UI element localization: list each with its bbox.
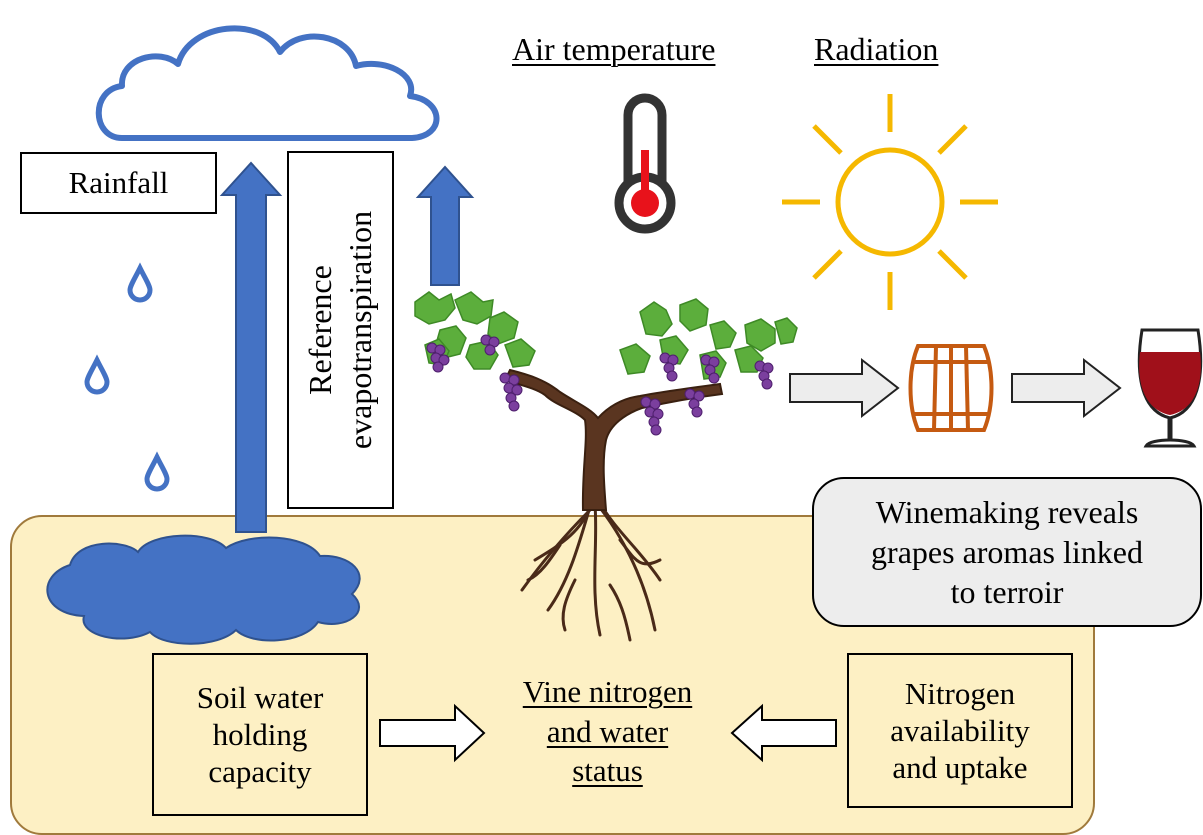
reference-et-box: Reference evapotranspiration bbox=[287, 151, 394, 509]
soil-line3: capacity bbox=[208, 754, 312, 790]
reference-et-text: Reference evapotranspiration bbox=[301, 211, 381, 449]
barrel-icon bbox=[908, 344, 994, 432]
nitrogen-box: Nitrogen availability and uptake bbox=[847, 653, 1073, 808]
cloud-icon bbox=[95, 25, 440, 141]
soil-water-box: Soil water holding capacity bbox=[152, 653, 368, 816]
vine-line1: Vine nitrogen bbox=[522, 674, 693, 709]
puddle-icon bbox=[46, 534, 361, 645]
vine-line2: and water bbox=[546, 713, 669, 749]
upward-arrow-icon bbox=[219, 161, 283, 533]
rainfall-label: Rainfall bbox=[68, 165, 169, 201]
roots-icon bbox=[520, 498, 662, 642]
thermometer-icon bbox=[614, 93, 676, 234]
wine-glass-icon bbox=[1137, 328, 1203, 448]
reference-et-line1: Reference bbox=[302, 265, 339, 395]
soil-line1: Soil water bbox=[196, 679, 324, 715]
grapevine-icon bbox=[414, 291, 798, 642]
winemaking-line1: Winemaking reveals bbox=[875, 494, 1139, 530]
vine-line3: status bbox=[572, 753, 643, 789]
evapotranspiration-arrow-icon bbox=[415, 165, 475, 286]
winemaking-line2: grapes aromas linked bbox=[871, 534, 1143, 570]
nitrogen-line1: Nitrogen bbox=[904, 675, 1016, 711]
sun-icon bbox=[782, 94, 998, 310]
hollow-arrow-icon bbox=[379, 703, 837, 763]
vine-status-label: Vine nitrogen and water status bbox=[495, 672, 720, 791]
nitrogen-line2: availability bbox=[890, 712, 1030, 748]
winemaking-callout: Winemaking reveals grapes aromas linked … bbox=[812, 477, 1202, 627]
process-arrow-icon bbox=[789, 357, 1122, 419]
raindrop-icon bbox=[84, 262, 170, 492]
air-temperature-label: Air temperature bbox=[512, 31, 716, 67]
nitrogen-line3: and uptake bbox=[892, 750, 1028, 786]
radiation-label: Radiation bbox=[814, 31, 939, 67]
winemaking-line3: to terroir bbox=[950, 574, 1064, 610]
reference-et-line2: evapotranspiration bbox=[342, 210, 379, 450]
rainfall-box: Rainfall bbox=[20, 152, 217, 214]
soil-line2: holding bbox=[212, 716, 308, 752]
